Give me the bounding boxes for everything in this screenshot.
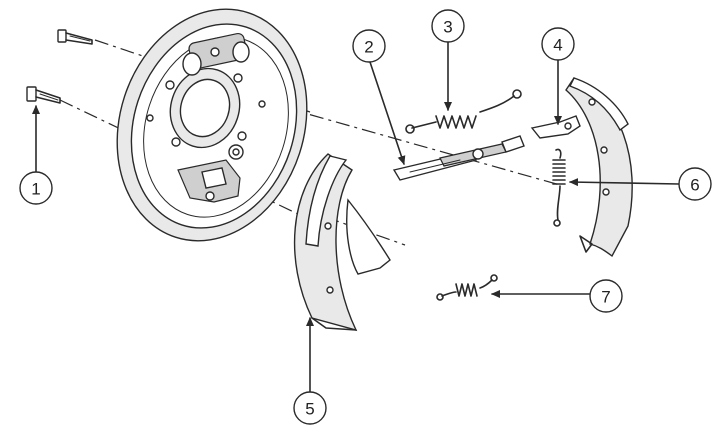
callout-5-label: 5: [305, 400, 314, 419]
brake-shoe-right: [565, 77, 633, 258]
callout-4: 4: [541, 27, 575, 61]
lower-return-spring: [436, 274, 498, 301]
callout-6: 6: [678, 167, 712, 201]
callout-7: 7: [589, 279, 623, 313]
callout-5: 5: [293, 391, 327, 425]
leader-lines: [32, 41, 680, 393]
callout-4-label: 4: [553, 36, 562, 55]
adjuster-lever: [530, 115, 581, 139]
backing-plate: [116, 8, 308, 242]
hold-down-pin-lower: [26, 86, 61, 104]
callout-2: 2: [352, 29, 386, 63]
upper-return-spring: [405, 89, 522, 134]
callout-6-label: 6: [690, 176, 699, 195]
hold-down-pin-upper: [57, 29, 93, 45]
adjuster-assembly: [392, 135, 525, 181]
adjuster-spring: [552, 148, 566, 227]
anchor-bracket: [177, 144, 244, 203]
callout-1: 1: [19, 171, 53, 205]
callout-3-label: 3: [443, 18, 452, 37]
callout-3: 3: [431, 9, 465, 43]
brake-shoe-center: [293, 153, 391, 332]
callout-7-label: 7: [601, 288, 610, 307]
wheel-cylinder: [182, 32, 250, 76]
callout-1-label: 1: [31, 180, 40, 199]
callout-2-label: 2: [364, 38, 373, 57]
